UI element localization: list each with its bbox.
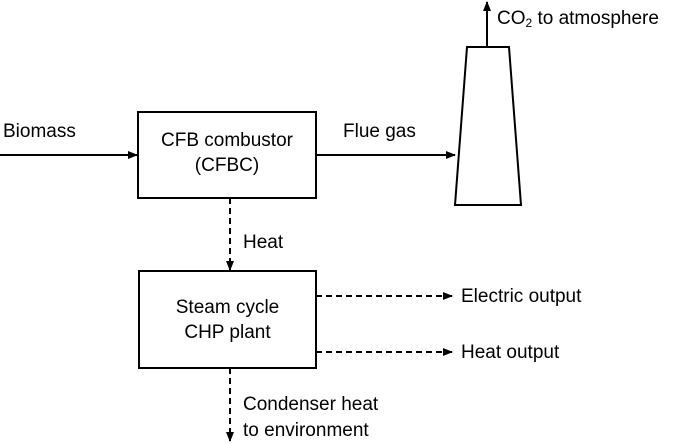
co2-suffix: to atmosphere	[532, 8, 659, 29]
cfb-combustor-line2: (CFBC)	[194, 155, 260, 176]
heat-output-label: Heat output	[461, 342, 560, 363]
co2-subscript: 2	[525, 16, 533, 30]
heat-label: Heat	[243, 232, 284, 253]
chp-plant-box	[138, 270, 317, 369]
cfb-combustor-line1: CFB combustor	[161, 130, 293, 151]
electric-output-label: Electric output	[461, 286, 582, 307]
condenser-heat-line1: Condenser heat	[243, 394, 379, 415]
condenser-heat-label: Condenser heat to environment	[243, 392, 378, 444]
biomass-label: Biomass	[3, 121, 76, 142]
co2-label: CO2 to atmosphere	[497, 8, 659, 30]
condenser-heat-line2: to environment	[243, 420, 369, 441]
co2-prefix: CO	[497, 8, 526, 29]
chp-plant-label: Steam cycle CHP plant	[139, 295, 316, 345]
flue-gas-label: Flue gas	[343, 121, 416, 142]
stack-chimney	[453, 46, 523, 206]
chp-plant-line2: CHP plant	[184, 322, 271, 343]
cfb-combustor-label: CFB combustor (CFBC)	[138, 128, 316, 178]
chp-plant-line1: Steam cycle	[175, 297, 280, 318]
